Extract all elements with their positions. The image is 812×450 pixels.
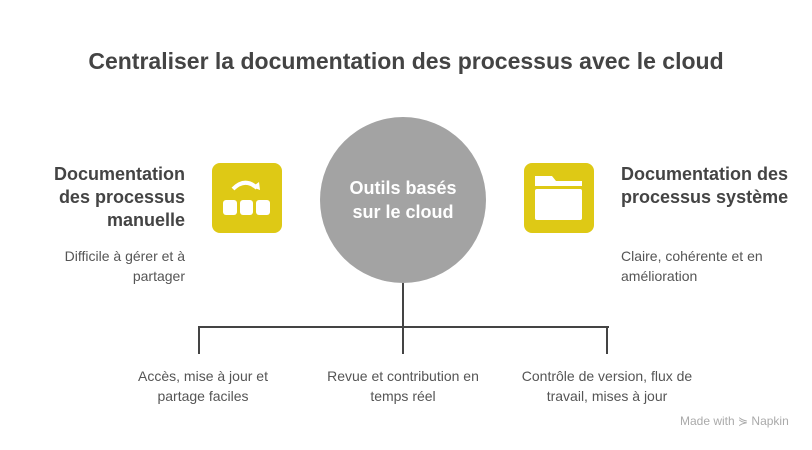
folder-icon — [524, 163, 594, 233]
center-label: Outils basés sur le cloud — [349, 178, 457, 222]
branch-label: Revue et contribution en temps réel — [327, 368, 479, 404]
page-title: Centraliser la documentation des process… — [88, 48, 724, 74]
connector-left — [198, 326, 200, 354]
branch-label: Accès, mise à jour et partage faciles — [138, 368, 268, 404]
napkin-watermark[interactable]: Made with ⋟ Napkin — [680, 414, 789, 428]
left-description: Difficile à gérer et à partager — [64, 248, 185, 284]
branch-label: Contrôle de version, flux de travail, mi… — [521, 368, 693, 404]
connector-middle — [402, 326, 404, 354]
connector-right — [606, 326, 608, 354]
left-heading: Documentation des processus manuelle — [53, 164, 185, 230]
connector-trunk — [402, 283, 404, 327]
center-node: Outils basés sur le cloud — [320, 117, 486, 283]
manual-blocks-icon — [212, 163, 282, 233]
right-description: Claire, cohérente et en amélioration — [621, 248, 763, 284]
right-heading: Documentation des processus système — [621, 164, 789, 207]
